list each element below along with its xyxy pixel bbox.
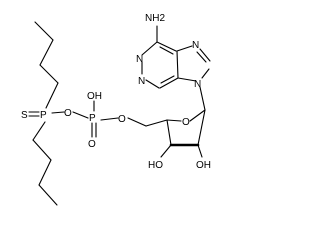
bond <box>39 39 54 66</box>
bond <box>38 159 52 186</box>
c2-oh-label: OH <box>196 160 211 171</box>
bond <box>127 117 147 127</box>
ring-n7-label: N <box>192 40 199 51</box>
bond <box>166 119 172 146</box>
bridge-o-label: O <box>64 108 72 119</box>
phosphate-o-label: O <box>88 139 96 150</box>
bond <box>39 64 59 84</box>
bond <box>176 50 179 79</box>
bond <box>166 119 182 122</box>
bond <box>145 79 160 89</box>
ring-n9-label: N <box>194 79 201 90</box>
bond <box>100 117 119 121</box>
nh2-label: NH2 <box>145 13 165 24</box>
bond <box>176 45 193 52</box>
structure-svg: NH2 N N N N O O P OH O O P S HO OH <box>21 13 211 206</box>
bond <box>160 144 172 158</box>
bond <box>160 75 175 84</box>
bond <box>199 86 206 111</box>
bond <box>159 46 174 55</box>
ribose-o-label: O <box>182 117 190 128</box>
bond <box>201 68 210 79</box>
thio-p-label: P <box>40 110 47 121</box>
bond <box>145 119 168 127</box>
phosphate-p-label: P <box>89 113 96 124</box>
thio-s-label: S <box>21 110 28 121</box>
bond <box>32 121 46 141</box>
c5-o-label: O <box>118 114 126 125</box>
bond <box>197 144 203 158</box>
bond <box>177 77 197 82</box>
bond <box>197 109 206 146</box>
bond <box>156 41 177 52</box>
bond <box>72 111 89 119</box>
bond <box>141 41 158 56</box>
bond <box>38 184 58 206</box>
bond <box>159 77 179 89</box>
ring-n3-label: N <box>138 76 145 87</box>
c3-oh-label: HO <box>148 160 163 171</box>
bond <box>196 51 207 63</box>
bond <box>51 111 65 114</box>
bond <box>32 139 52 161</box>
bond <box>45 82 59 109</box>
bond <box>34 21 54 41</box>
phosphate-oh-label: OH <box>87 91 102 102</box>
molecule-diagram: NH2 N N N N O O P OH O O P S HO OH <box>21 13 211 206</box>
bond <box>199 48 211 62</box>
bond <box>189 109 206 122</box>
ring-n1-label: N <box>136 54 143 65</box>
